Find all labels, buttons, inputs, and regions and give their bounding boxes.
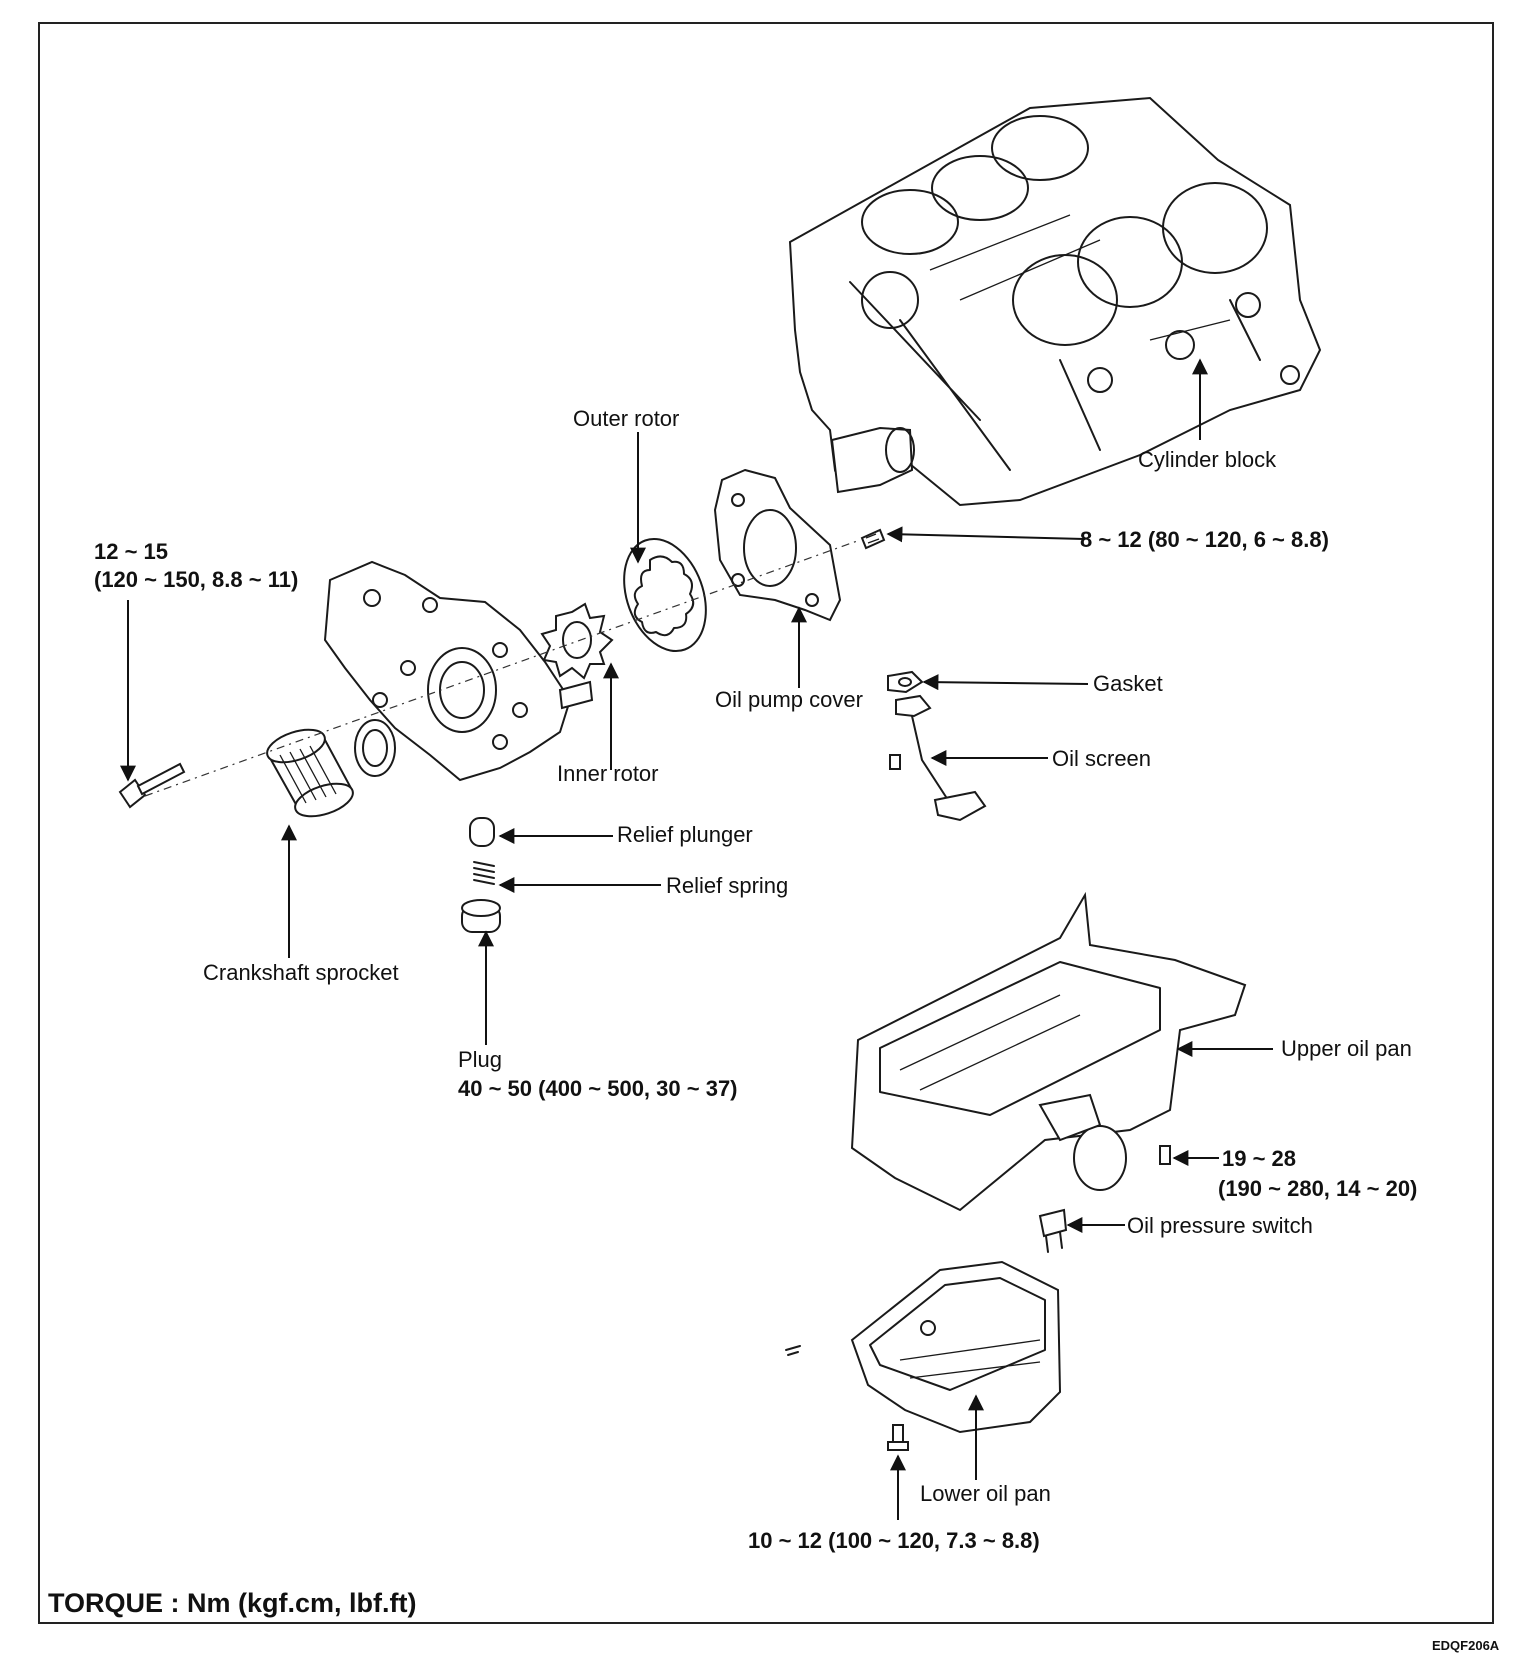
lower-oil-pan-drawing: [850, 1260, 1062, 1434]
label-oil-pump-cover: Oil pump cover: [715, 687, 863, 712]
lower-pan-bolt-drawing: [887, 1424, 909, 1451]
label-outer-rotor: Outer rotor: [573, 406, 680, 431]
label-oil-screen: Oil screen: [1052, 746, 1152, 771]
label-crankshaft-sprocket: Crankshaft sprocket: [203, 960, 399, 985]
assembly-axis-line: [144, 539, 861, 797]
drain-plug-drawing: [785, 1345, 801, 1356]
oil-screen-drawing: [889, 694, 987, 822]
torque-cover-screw: 8 ~ 12 (80 ~ 120, 6 ~ 8.8): [1080, 527, 1329, 552]
inner-rotor-drawing: [540, 602, 614, 680]
label-inner-rotor: Inner rotor: [557, 761, 659, 786]
torque-upper-pan-bolt-line2: (190 ~ 280, 14 ~ 20): [1218, 1176, 1418, 1201]
label-relief-plunger: Relief plunger: [617, 822, 753, 847]
label-oil-pressure-switch: Oil pressure switch: [1127, 1213, 1313, 1238]
oil-pump-cover-drawing: [713, 468, 842, 622]
outer-rotor-drawing: [623, 537, 707, 653]
cover-screw-drawing: [860, 528, 886, 550]
torque-plug: 40 ~ 50 (400 ~ 500, 30 ~ 37): [458, 1076, 738, 1101]
label-lower-oil-pan: Lower oil pan: [920, 1481, 1051, 1506]
label-gasket: Gasket: [1093, 671, 1163, 696]
relief-plunger-drawing: [469, 817, 495, 847]
figure-code: EDQF206A: [1432, 1638, 1500, 1653]
plug-drawing: [461, 899, 501, 933]
label-plug: Plug: [458, 1047, 503, 1072]
diagram-frame: [38, 22, 1494, 1624]
label-relief-spring: Relief spring: [666, 873, 789, 898]
label-cylinder-block: Cylinder block: [1138, 447, 1277, 472]
gasket-drawing: [887, 670, 924, 694]
upper-oil-pan-drawing: [850, 891, 1247, 1212]
pump-bolt-drawing: [118, 762, 186, 809]
oil-pressure-switch-drawing: [1038, 1208, 1068, 1253]
crankshaft-sprocket-drawing: [266, 728, 354, 818]
torque-pump-bolt-line2: (120 ~ 150, 8.8 ~ 11): [94, 567, 299, 592]
leader-lines: [120, 358, 1273, 1520]
cylinder-block-drawing: [788, 96, 1322, 507]
oil-seal-drawing: [354, 719, 396, 777]
torque-lower-pan-bolt: 10 ~ 12 (100 ~ 120, 7.3 ~ 8.8): [748, 1528, 1040, 1553]
torque-pump-bolt-line1: 12 ~ 15: [94, 539, 169, 564]
torque-upper-pan-bolt-line1: 19 ~ 28: [1222, 1146, 1297, 1171]
label-upper-oil-pan: Upper oil pan: [1281, 1036, 1412, 1061]
relief-spring-drawing: [473, 861, 495, 885]
torque-units-legend: TORQUE : Nm (kgf.cm, lbf.ft): [48, 1588, 417, 1618]
